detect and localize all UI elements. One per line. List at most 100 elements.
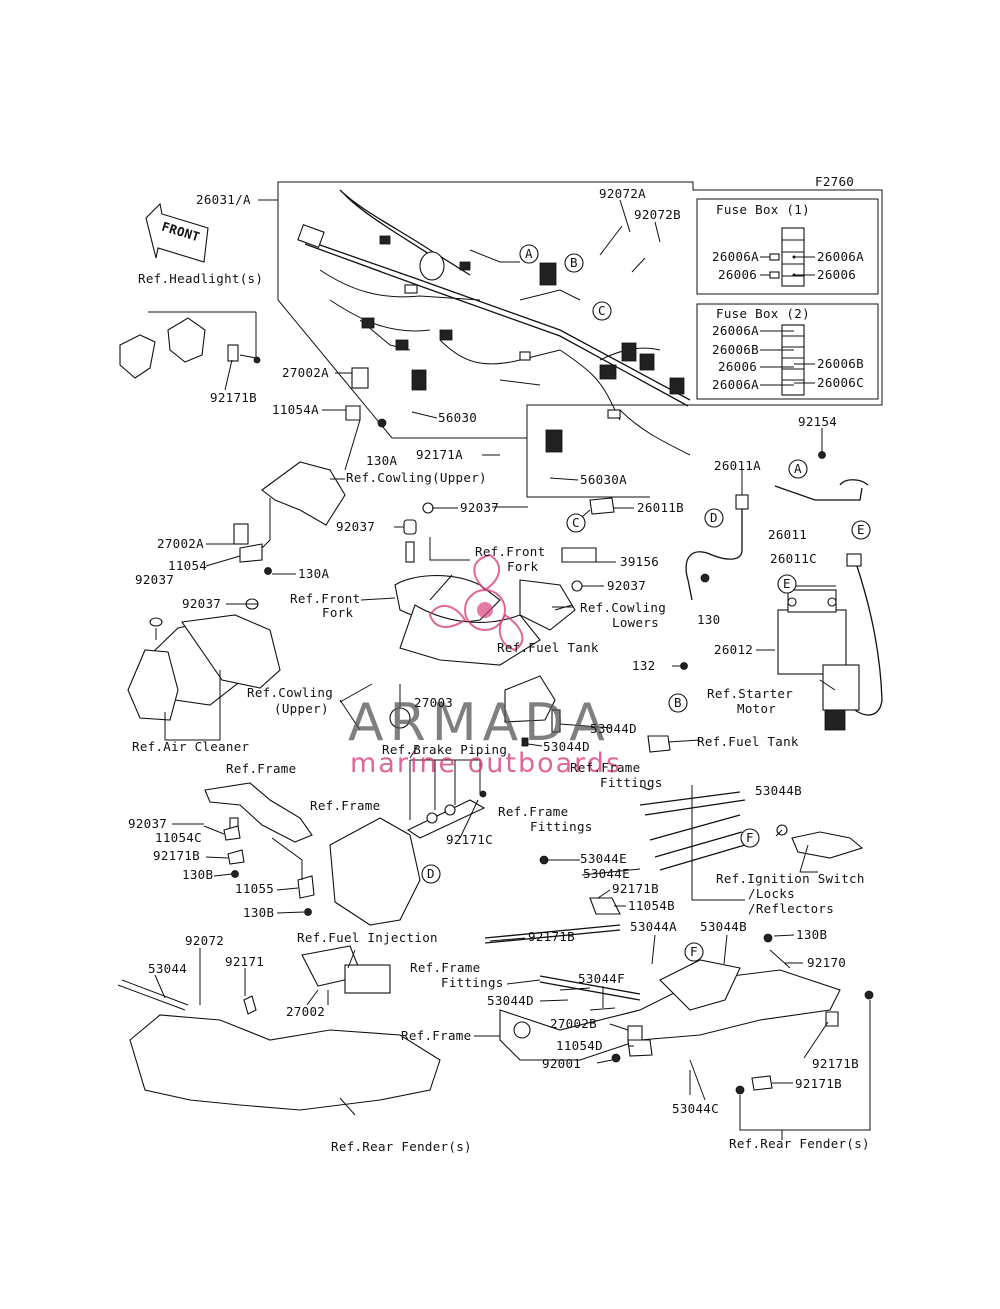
watermark-brand: ARMADA xyxy=(348,693,611,753)
label-53044d-3: 53044D xyxy=(487,993,534,1008)
callout-a-top: A xyxy=(519,244,539,264)
label-ref-cowling-upper-2a: Ref.Cowling xyxy=(247,685,333,700)
label-92037-3: 92037 xyxy=(135,572,174,587)
label-53044a: 53044A xyxy=(630,919,677,934)
callout-b-mid-label: B xyxy=(674,695,682,710)
fuse-box-1-right-1: 26006A xyxy=(817,249,864,264)
label-56030: 56030 xyxy=(438,410,477,425)
label-53044e-1: 53044E xyxy=(580,851,627,866)
label-11054c: 11054C xyxy=(155,830,202,845)
label-ref-cowling-lowers-a: Ref.Cowling xyxy=(580,600,666,615)
label-ref-fuel-tank-1: Ref.Fuel Tank xyxy=(497,640,599,655)
callout-b-mid: B xyxy=(668,693,688,713)
label-39156: 39156 xyxy=(620,554,659,569)
label-92171b-2: 92171B xyxy=(153,848,200,863)
label-92171a: 92171A xyxy=(416,447,463,462)
callout-c-top: C xyxy=(592,301,612,321)
callout-a-right-label: A xyxy=(794,461,802,476)
label-ref-starter-a: Ref.Starter xyxy=(707,686,793,701)
rear-fender-left xyxy=(117,945,441,1111)
fuse-box-2-left-1: 26006A xyxy=(712,323,759,338)
label-11054d: 11054D xyxy=(556,1038,603,1053)
label-ref-ignition-c: /Reflectors xyxy=(748,901,834,916)
fuse-box-2-right-1: 26006B xyxy=(817,356,864,371)
figure-code: F2760 xyxy=(815,174,854,189)
label-26031-a: 26031/A xyxy=(196,192,251,207)
label-92171b-3: 92171B xyxy=(612,881,659,896)
fuse-box-1-title: Fuse Box (1) xyxy=(716,202,810,217)
fuse-box-2-left-4: 26006A xyxy=(712,377,759,392)
label-130b-1: 130B xyxy=(182,867,213,882)
label-ref-ignition-b: /Locks xyxy=(748,886,795,901)
callout-e-right: E xyxy=(851,520,871,540)
label-26011a: 26011A xyxy=(714,458,761,473)
label-ref-cowling-upper-2b: (Upper) xyxy=(274,701,329,716)
label-ref-frame-fittings-1a: Ref.Frame xyxy=(570,760,640,775)
label-11054a: 11054A xyxy=(272,402,319,417)
label-ref-front-fork-2b: Fork xyxy=(322,605,353,620)
label-130b-2: 130B xyxy=(243,905,274,920)
label-53044c: 53044C xyxy=(672,1101,719,1116)
headlight-assembly xyxy=(119,311,261,379)
labels: 26031/A 92072A 92072B Ref.Headlight(s) 9… xyxy=(128,186,870,1154)
label-ref-front-fork-1a: Ref.Front xyxy=(475,544,545,559)
label-11054: 11054 xyxy=(168,558,207,573)
label-92072a: 92072A xyxy=(599,186,646,201)
label-132: 132 xyxy=(632,658,655,673)
callout-b-top-label: B xyxy=(570,255,578,270)
label-ref-fuel-injection: Ref.Fuel Injection xyxy=(297,930,438,945)
label-ref-frame-fittings-2a: Ref.Frame xyxy=(498,804,568,819)
callout-e-battery-label: E xyxy=(783,576,791,591)
fuse-box-2-title: Fuse Box (2) xyxy=(716,306,810,321)
fuse-box-1-left-1: 26006A xyxy=(712,249,759,264)
fuse-box-2-left-3: 26006 xyxy=(718,359,757,374)
fuse-box-1-left-2: 26006 xyxy=(718,267,757,282)
label-92171b-1: 92171B xyxy=(210,390,257,405)
callout-f-bottom: F xyxy=(684,942,704,962)
brake-piping xyxy=(406,759,487,839)
label-27002: 27002 xyxy=(286,1004,325,1019)
label-92072b: 92072B xyxy=(634,207,681,222)
battery-group xyxy=(680,451,883,731)
label-92171b-5: 92171B xyxy=(812,1056,859,1071)
main-wiring-harness xyxy=(297,189,691,456)
harness-frame xyxy=(258,181,883,498)
rear-subframe xyxy=(484,855,874,1131)
label-26011: 26011 xyxy=(768,527,807,542)
label-ref-frame-3: Ref.Frame xyxy=(401,1028,471,1043)
label-92171c: 92171C xyxy=(446,832,493,847)
label-53044: 53044 xyxy=(148,961,187,976)
label-ref-frame-fittings-2b: Fittings xyxy=(530,819,593,834)
label-ref-air-cleaner: Ref.Air Cleaner xyxy=(132,739,250,754)
label-27002b: 27002B xyxy=(550,1016,597,1031)
left-frame-group xyxy=(204,782,421,926)
label-ref-front-fork-2a: Ref.Front xyxy=(290,591,360,606)
upper-cowling-bracket xyxy=(233,367,387,575)
label-92171b-4: 92171B xyxy=(528,929,575,944)
label-92170: 92170 xyxy=(807,955,846,970)
label-ref-rear-fender-2: Ref.Rear Fender(s) xyxy=(729,1136,870,1151)
callout-d-mid: D xyxy=(421,864,441,884)
fuse-box-2-left-2: 26006B xyxy=(712,342,759,357)
label-ref-starter-b: Motor xyxy=(737,701,776,716)
label-92171: 92171 xyxy=(225,954,264,969)
label-92001: 92001 xyxy=(542,1056,581,1071)
fuse-box-2-right-2: 26006C xyxy=(817,375,864,390)
label-53044f: 53044F xyxy=(578,971,625,986)
label-ref-frame-2: Ref.Frame xyxy=(310,798,380,813)
label-ref-headlight: Ref.Headlight(s) xyxy=(138,271,263,286)
label-92154: 92154 xyxy=(798,414,837,429)
label-11055: 11055 xyxy=(235,881,274,896)
label-ref-brake-piping: Ref.Brake Piping xyxy=(382,742,507,757)
callout-d-mid-label: D xyxy=(427,866,435,881)
label-ref-frame-fittings-3b: Fittings xyxy=(441,975,504,990)
label-53044b-1: 53044B xyxy=(755,783,802,798)
label-ref-frame-fittings-3a: Ref.Frame xyxy=(410,960,480,975)
fuse-box-2: Fuse Box (2) 26006A 26006B 26006 26006A … xyxy=(696,303,879,400)
label-53044d-1: 53044D xyxy=(590,721,637,736)
callout-c-mid-label: C xyxy=(572,515,580,530)
armada-watermark: ARMADA marine outboards xyxy=(348,553,620,779)
fuse-box-1-right-2: 26006 xyxy=(817,267,856,282)
label-ref-frame-fittings-1b: Fittings xyxy=(600,775,663,790)
label-130: 130 xyxy=(697,612,720,627)
